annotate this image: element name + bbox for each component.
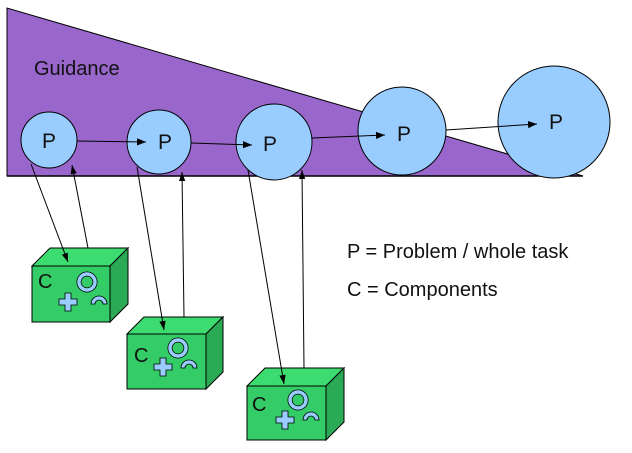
component-label: C	[252, 394, 266, 416]
plus-icon	[58, 292, 78, 312]
problem-label: P	[549, 111, 563, 134]
arc-icon	[90, 295, 108, 305]
component-1: C	[30, 246, 130, 324]
problem-label: P	[263, 133, 277, 156]
arc-icon	[180, 359, 198, 369]
legend-problem: P = Problem / whole task	[347, 241, 569, 263]
ring-icon-fill	[168, 338, 188, 358]
arrow-c3-to-p3	[298, 169, 306, 369]
arrow-p2-to-c2	[136, 166, 166, 331]
arrow-p4-p5	[445, 120, 538, 131]
arrow-c1-to-p1	[70, 164, 89, 249]
arrow-p2-p3	[190, 141, 253, 149]
arc-icon	[302, 411, 320, 421]
component-3: C	[245, 366, 346, 442]
plus-icon	[153, 357, 173, 377]
problem-label: P	[397, 123, 411, 146]
problem-1: P	[20, 111, 78, 169]
problem-3: P	[235, 103, 313, 181]
plus-icon	[275, 410, 295, 430]
ring-icon-fill	[288, 390, 308, 410]
legend-components: C = Components	[347, 279, 498, 301]
problem-4: P	[357, 86, 447, 176]
problem-5: P	[497, 65, 611, 179]
guidance-label: Guidance	[34, 58, 120, 80]
arrow-p1-to-c1	[30, 163, 69, 263]
arrow-c2-to-p2	[178, 171, 186, 318]
problem-2: P	[126, 109, 192, 175]
problem-label: P	[158, 131, 172, 154]
arrow-p3-p4	[311, 131, 386, 139]
problem-label: P	[42, 130, 56, 153]
component-label: C	[134, 345, 148, 367]
arrow-p1-p2	[76, 138, 147, 146]
arrow-p3-to-c3	[247, 169, 286, 385]
component-2: C	[125, 315, 225, 391]
component-label: C	[38, 271, 52, 293]
ring-icon-fill	[77, 272, 97, 292]
